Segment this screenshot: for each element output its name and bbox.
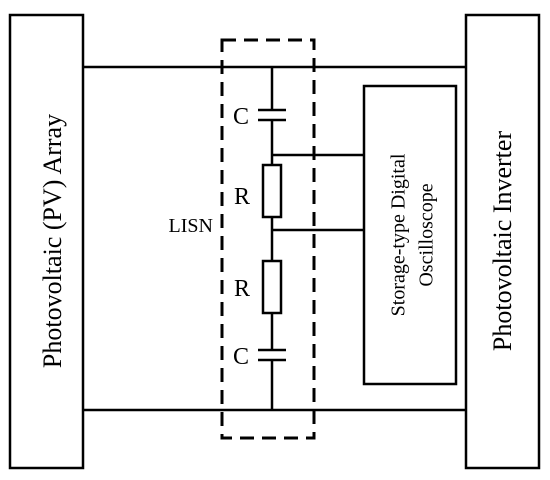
oscilloscope-block	[362, 84, 458, 386]
lisn-label: LISN	[169, 215, 213, 237]
pv-array-block	[8, 13, 85, 470]
lisn-box	[220, 38, 316, 440]
capacitor-top	[258, 108, 286, 122]
inverter-label: Photovoltaic Inverter	[488, 131, 517, 352]
inverter-block	[464, 13, 541, 470]
pv-array-label: Photovoltaic (PV) Array	[38, 114, 67, 368]
oscilloscope-label-line2: Oscilloscope	[416, 183, 438, 286]
resistor-bottom	[261, 259, 283, 315]
resistor-top	[261, 163, 283, 219]
capacitor-top-label: C	[233, 104, 249, 130]
capacitor-bottom	[258, 348, 286, 362]
resistor-top-label: R	[234, 184, 250, 210]
resistor-bottom-label: R	[234, 276, 250, 302]
oscilloscope-label-line1: Storage-type Digital	[388, 153, 410, 316]
capacitor-bottom-label: C	[233, 344, 249, 370]
